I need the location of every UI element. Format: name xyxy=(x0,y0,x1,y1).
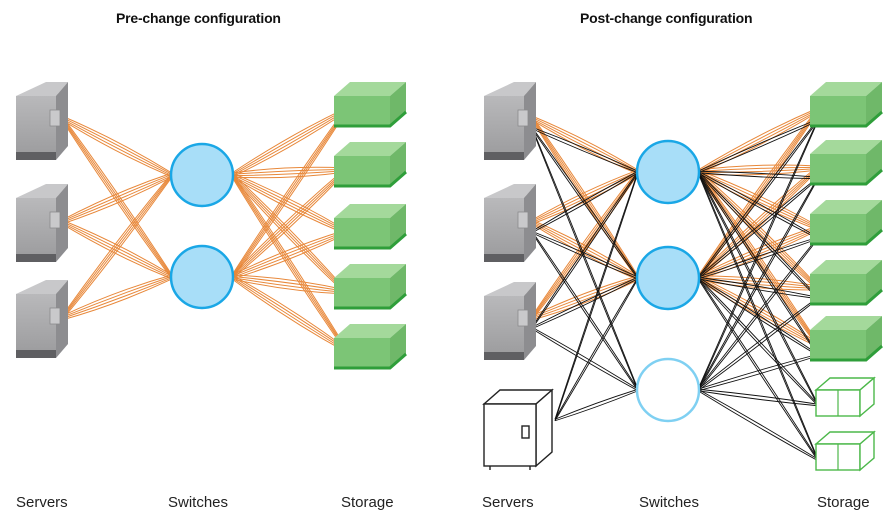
new-server-switch-link xyxy=(531,326,639,392)
server-post-1 xyxy=(484,82,536,160)
server-post-3 xyxy=(484,282,536,360)
new-switch-storage-link xyxy=(697,353,819,392)
new-switch-storage-link xyxy=(697,176,819,280)
storage-label-post: Storage xyxy=(817,494,870,511)
new-server-switch-link xyxy=(531,276,639,330)
pre-change-title: Pre-change configuration xyxy=(116,10,281,26)
switch-storage-link xyxy=(231,167,347,280)
storage-post-4 xyxy=(810,260,883,306)
storage-post-5 xyxy=(810,316,883,362)
server-switch-link xyxy=(61,172,173,225)
new-switch-storage-link xyxy=(697,388,819,462)
new-server-switch-link xyxy=(531,127,639,391)
switch-storage-link xyxy=(231,274,347,353)
new-switch-storage-link xyxy=(697,171,819,406)
new-switch-storage-link xyxy=(697,276,819,357)
switch-pre-1 xyxy=(169,142,235,208)
new-switch-storage-link xyxy=(697,236,819,392)
new-links xyxy=(531,118,819,462)
existing-links xyxy=(61,107,819,353)
storage-post-1 xyxy=(810,82,883,128)
new-switch-storage-link xyxy=(697,177,819,391)
new-switch-storage-link xyxy=(697,170,819,240)
switches-label-post: Switches xyxy=(639,494,700,511)
switch-storage-link xyxy=(231,229,347,280)
storage-post-new-1 xyxy=(814,376,876,418)
new-switch-storage-link xyxy=(697,170,819,300)
server-switch-link xyxy=(61,115,173,280)
new-switch-storage-link xyxy=(697,276,819,407)
server-switch-link xyxy=(61,115,173,178)
switches-label-pre: Switches xyxy=(168,494,229,511)
storage-pre-3 xyxy=(334,204,407,250)
server-switch-link xyxy=(61,274,173,321)
switch-storage-link xyxy=(231,172,347,353)
devices xyxy=(16,82,883,472)
switch-storage-link xyxy=(231,166,347,179)
server-switch-link xyxy=(531,115,639,175)
storage-pre-5 xyxy=(334,324,407,370)
new-switch-storage-link xyxy=(697,118,819,280)
new-server-switch-link xyxy=(531,126,639,174)
new-switch-storage-link xyxy=(697,170,819,357)
switch-post-1 xyxy=(635,139,701,205)
switch-storage-link xyxy=(697,107,819,175)
switch-post-2 xyxy=(635,245,701,311)
new-switch-storage-link xyxy=(697,170,819,180)
storage-post-2 xyxy=(810,140,883,186)
servers-label-pre: Servers xyxy=(16,494,68,511)
new-switch-storage-link xyxy=(697,296,819,392)
new-server-switch-link xyxy=(531,170,639,330)
new-switch-storage-link xyxy=(697,119,819,391)
new-server-switch-link xyxy=(554,171,639,421)
server-pre-3 xyxy=(16,280,68,358)
storage-pre-2 xyxy=(334,142,407,188)
server-pre-2 xyxy=(16,184,68,262)
server-switch-link xyxy=(61,172,173,321)
servers-label-post: Servers xyxy=(482,494,534,511)
switch-storage-link xyxy=(231,107,347,178)
server-pre-1 xyxy=(16,82,68,160)
new-server-switch-link xyxy=(554,388,639,422)
new-server-switch-link xyxy=(531,230,639,280)
server-switch-link xyxy=(531,169,639,321)
storage-post-new-2 xyxy=(814,430,876,472)
storage-pre-1 xyxy=(334,82,407,128)
new-switch-storage-link xyxy=(697,388,819,407)
new-server-switch-link xyxy=(554,277,639,421)
switch-post-new xyxy=(635,357,701,423)
server-post-new xyxy=(482,388,554,470)
new-switch-storage-link xyxy=(697,118,819,174)
new-server-switch-link xyxy=(531,170,639,234)
storage-label-pre: Storage xyxy=(341,494,394,511)
switch-pre-2 xyxy=(169,244,235,310)
new-server-switch-link xyxy=(531,230,639,392)
server-post-2 xyxy=(484,184,536,262)
storage-post-3 xyxy=(810,200,883,246)
post-change-title: Post-change configuration xyxy=(580,10,753,26)
switch-storage-link xyxy=(697,165,819,281)
new-server-switch-link xyxy=(531,126,639,280)
storage-pre-4 xyxy=(334,264,407,310)
switch-storage-link xyxy=(231,107,347,280)
